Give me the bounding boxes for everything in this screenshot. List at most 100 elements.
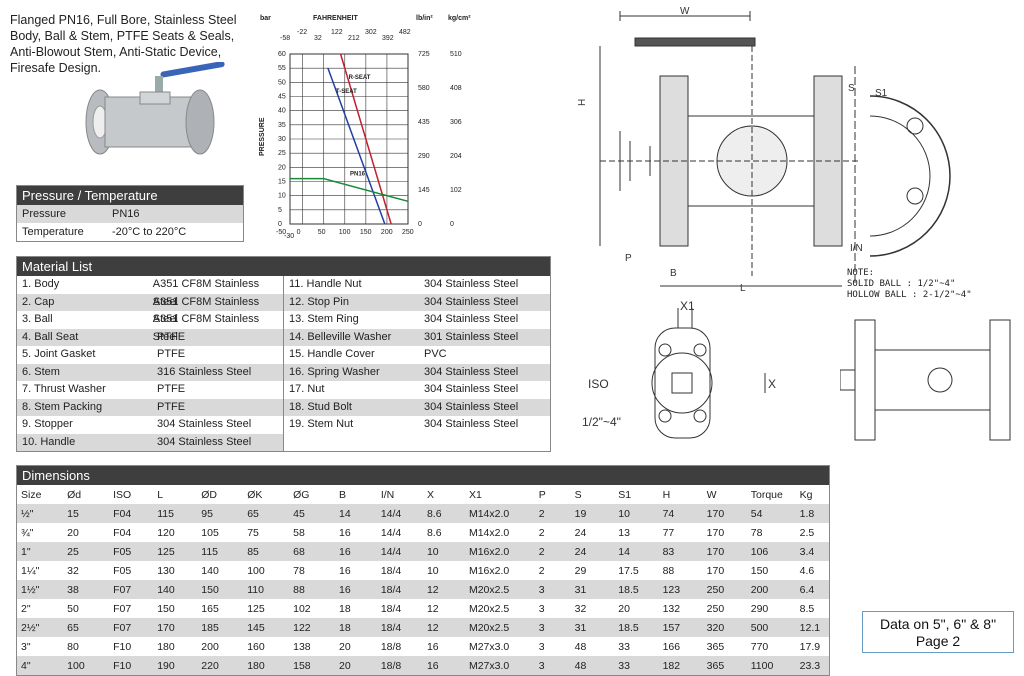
dimensions-cell: 160 [247, 640, 265, 653]
x-tick-label-fahrenheit: 482 [399, 29, 411, 36]
dimensions-cell: 3 [538, 659, 545, 672]
dimensions-cell: 18/4 [380, 564, 402, 577]
svg-text:P: P [625, 253, 632, 264]
dimensions-cell: 12.1 [799, 621, 821, 634]
dimensions-header-cell: ØG [293, 488, 310, 501]
dimensions-cell: 102 [293, 602, 311, 615]
dimensions-cell: 10 [618, 507, 630, 520]
dimensions-cell: 8.5 [799, 602, 815, 615]
dimensions-cell: 8.6 [426, 526, 442, 539]
dimensions-cell: M20x2.5 [468, 602, 510, 615]
svg-text:B: B [670, 268, 677, 279]
dimensions-cell: 1" [21, 545, 31, 558]
top-axis-label: FAHRENHEIT [313, 15, 358, 22]
dimensions-cell: F04 [113, 507, 132, 520]
dimensions-cell: 10 [426, 545, 439, 558]
y-tick-label-bar: 20 [278, 164, 286, 171]
left-units-label: bar [260, 15, 271, 22]
part-material: 304 Stainless Steel [157, 435, 252, 448]
dimensions-cell: 145 [247, 621, 265, 634]
dimensions-cell: 65 [67, 621, 79, 634]
y-tick-label-bar: 35 [278, 122, 286, 129]
part-material: PTFE [157, 383, 186, 395]
dimensions-cell: 115 [201, 545, 219, 558]
y-tick-label-kgcm2: 306 [450, 119, 462, 126]
series-label: R-SEAT [349, 75, 371, 81]
part-material: 304 Stainless Steel [424, 365, 519, 378]
y-tick-label-bar: 60 [278, 51, 286, 58]
dimensions-cell: 78 [750, 526, 763, 539]
dimensions-cell: 20 [67, 526, 79, 539]
part-material: 304 Stainless Steel [157, 418, 252, 430]
y-tick-label-bar: 25 [278, 150, 286, 157]
svg-text:H: H [577, 99, 588, 106]
dimensions-cell: 2 [538, 507, 545, 520]
x-tick-label-fahrenheit: -58 [280, 35, 290, 42]
x-tick-label-fahrenheit: 32 [314, 35, 322, 42]
dimensions-header-cell: Ød [67, 488, 82, 501]
dimensions-cell: 20 [339, 659, 351, 672]
dimensions-cell: M14x2.0 [468, 526, 510, 539]
pt-row-temperature: Temperature -20°C to 220°C [22, 226, 187, 238]
dimensions-cell: ¾" [21, 526, 34, 539]
series-line-t-seat [327, 67, 386, 225]
dimensions-cell: 250 [706, 602, 725, 615]
dimensions-cell: 770 [750, 640, 769, 653]
dimensions-cell: 3.4 [799, 545, 815, 558]
dimensions-cell: 2" [21, 602, 31, 615]
y-tick-label-bar: 50 [278, 79, 286, 86]
pt-table-title: Pressure / Temperature [17, 186, 243, 205]
chart-series [290, 53, 409, 225]
x-tick-label-celsius: 50 [318, 229, 326, 236]
dimensions-cell: 157 [662, 621, 681, 634]
dimensions-cell: 2½" [21, 621, 40, 634]
dimensions-cell: 17.9 [799, 640, 821, 653]
svg-text:X1: X1 [680, 299, 695, 313]
dimensions-cell: 170 [157, 621, 175, 634]
dimensions-title: Dimensions [17, 466, 829, 485]
dimensions-cell: 32 [67, 564, 79, 577]
dimensions-cell: 182 [662, 659, 681, 672]
dimensions-cell: ½" [21, 507, 34, 520]
dimensions-cell: 95 [201, 507, 213, 520]
part-material: A351 CF8M Stainless Steel [152, 313, 260, 343]
dimensions-header-cell: S1 [618, 488, 632, 501]
dimensions-cell: M20x2.5 [468, 621, 510, 634]
x-tick-label-celsius: 0 [297, 229, 301, 236]
dimensions-cell: M16x2.0 [468, 564, 510, 577]
dimensions-cell: F04 [113, 526, 132, 539]
dimensions-cell: 74 [662, 507, 675, 520]
material-list-title: Material List [17, 257, 550, 276]
dimensions-cell: 6.4 [799, 583, 815, 596]
dimensions-header-cell: H [662, 488, 671, 501]
dimensions-cell: 4" [21, 659, 31, 672]
dimensions-header-cell: Kg [799, 488, 813, 501]
dimensions-cell: F07 [113, 602, 132, 615]
part-material: 304 Stainless Steel [424, 383, 519, 395]
dimensions-cell: 48 [574, 659, 587, 672]
dimensions-cell: 83 [662, 545, 675, 558]
dimensions-cell: 16 [339, 545, 351, 558]
svg-text:I/N: I/N [850, 243, 863, 254]
dimensions-cell: 150 [201, 583, 219, 596]
dimensions-cell: 31 [574, 583, 587, 596]
dimensions-cell: 8.6 [426, 507, 442, 520]
dimensions-cell: 23.3 [799, 659, 821, 672]
part-name: 1. Body [22, 278, 60, 290]
dimensions-cell: 140 [157, 583, 175, 596]
dimensions-cell: 10 [426, 564, 439, 577]
